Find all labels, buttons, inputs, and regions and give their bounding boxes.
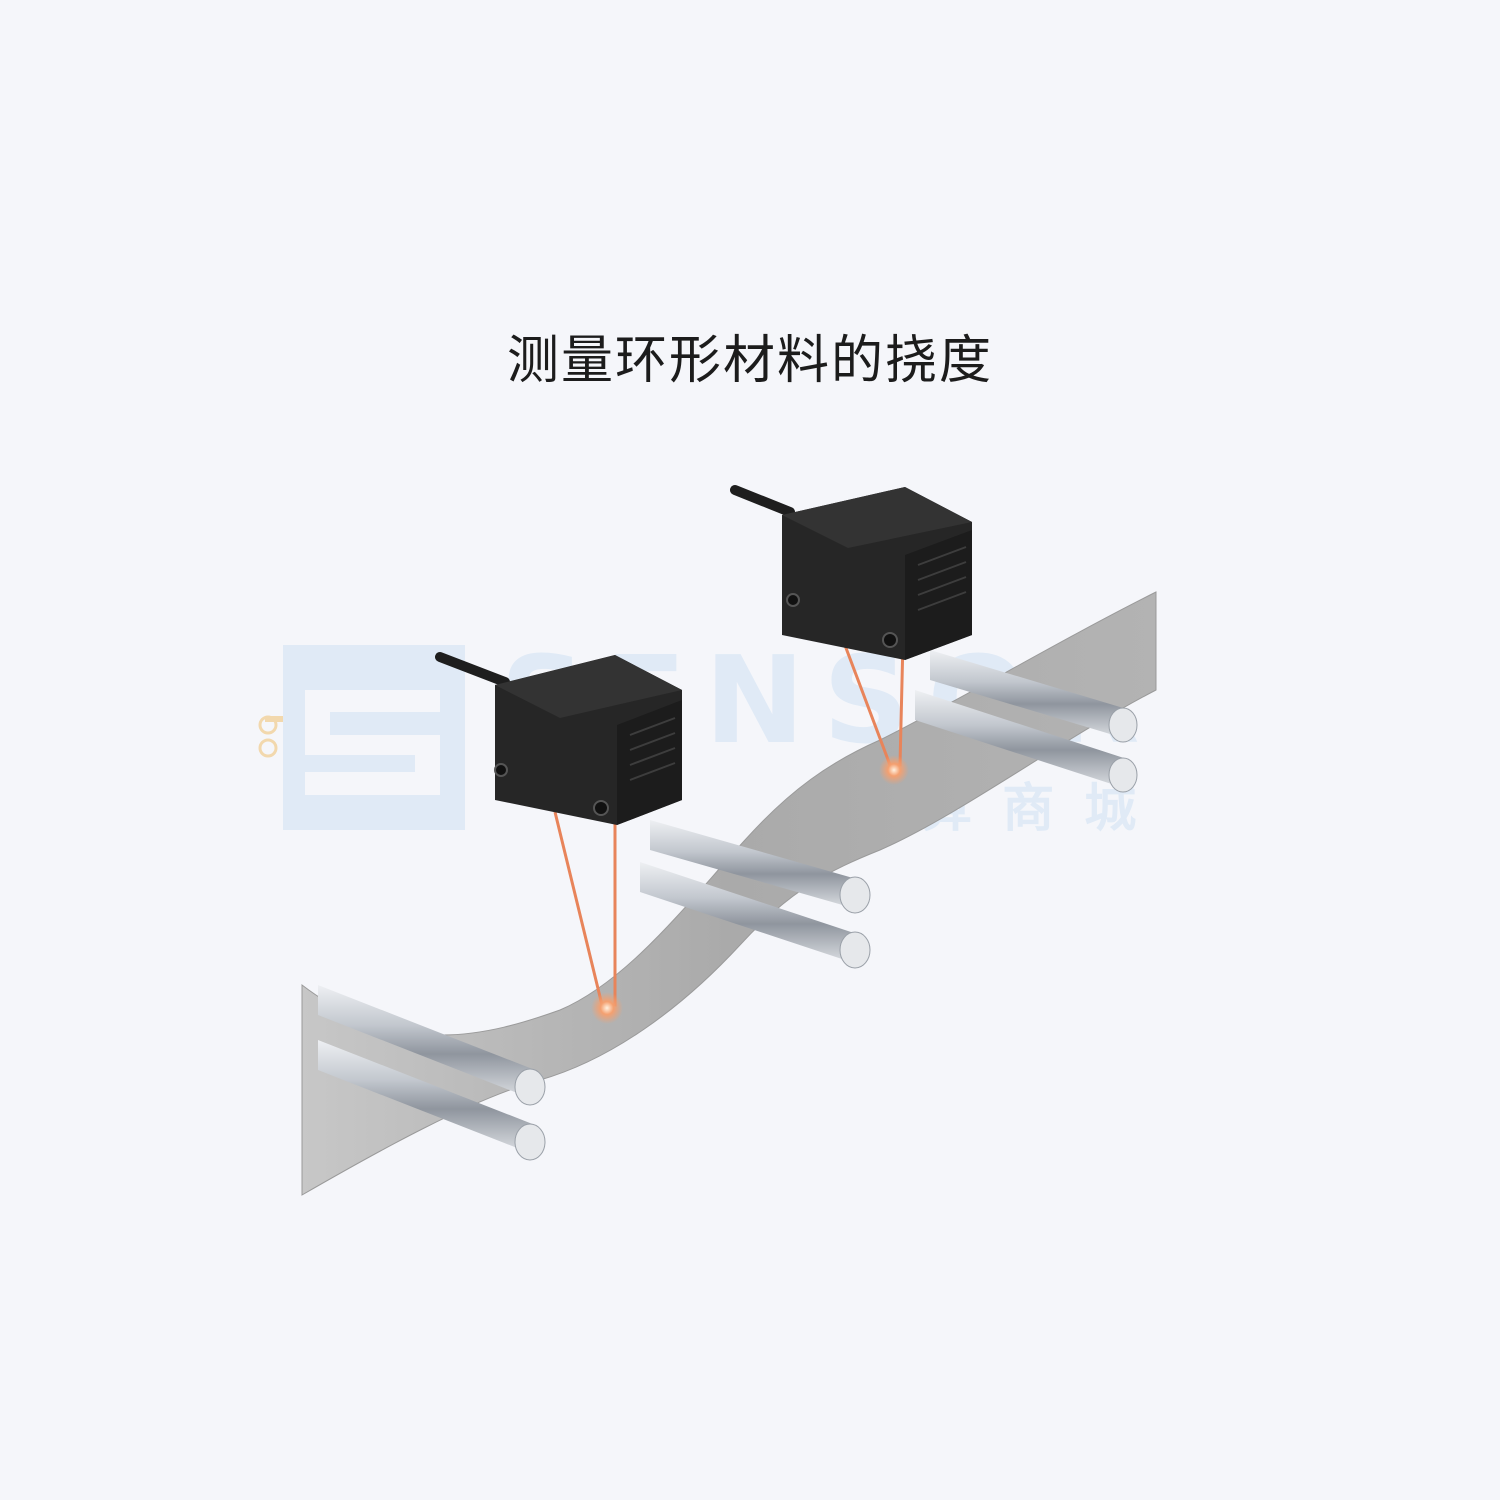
roller-pair-left: [318, 985, 546, 1161]
laser-sensor-left: [435, 652, 682, 825]
page-title: 测量环形材料的挠度: [506, 331, 993, 391]
laser-sensor-right: [730, 485, 972, 660]
roller-pair-middle: [640, 820, 871, 969]
laser-beam-left: [553, 811, 623, 1024]
roller-pair-right: [915, 650, 1138, 793]
watermark-logo-icon: [258, 645, 465, 830]
laser-beam-right: [841, 639, 909, 785]
